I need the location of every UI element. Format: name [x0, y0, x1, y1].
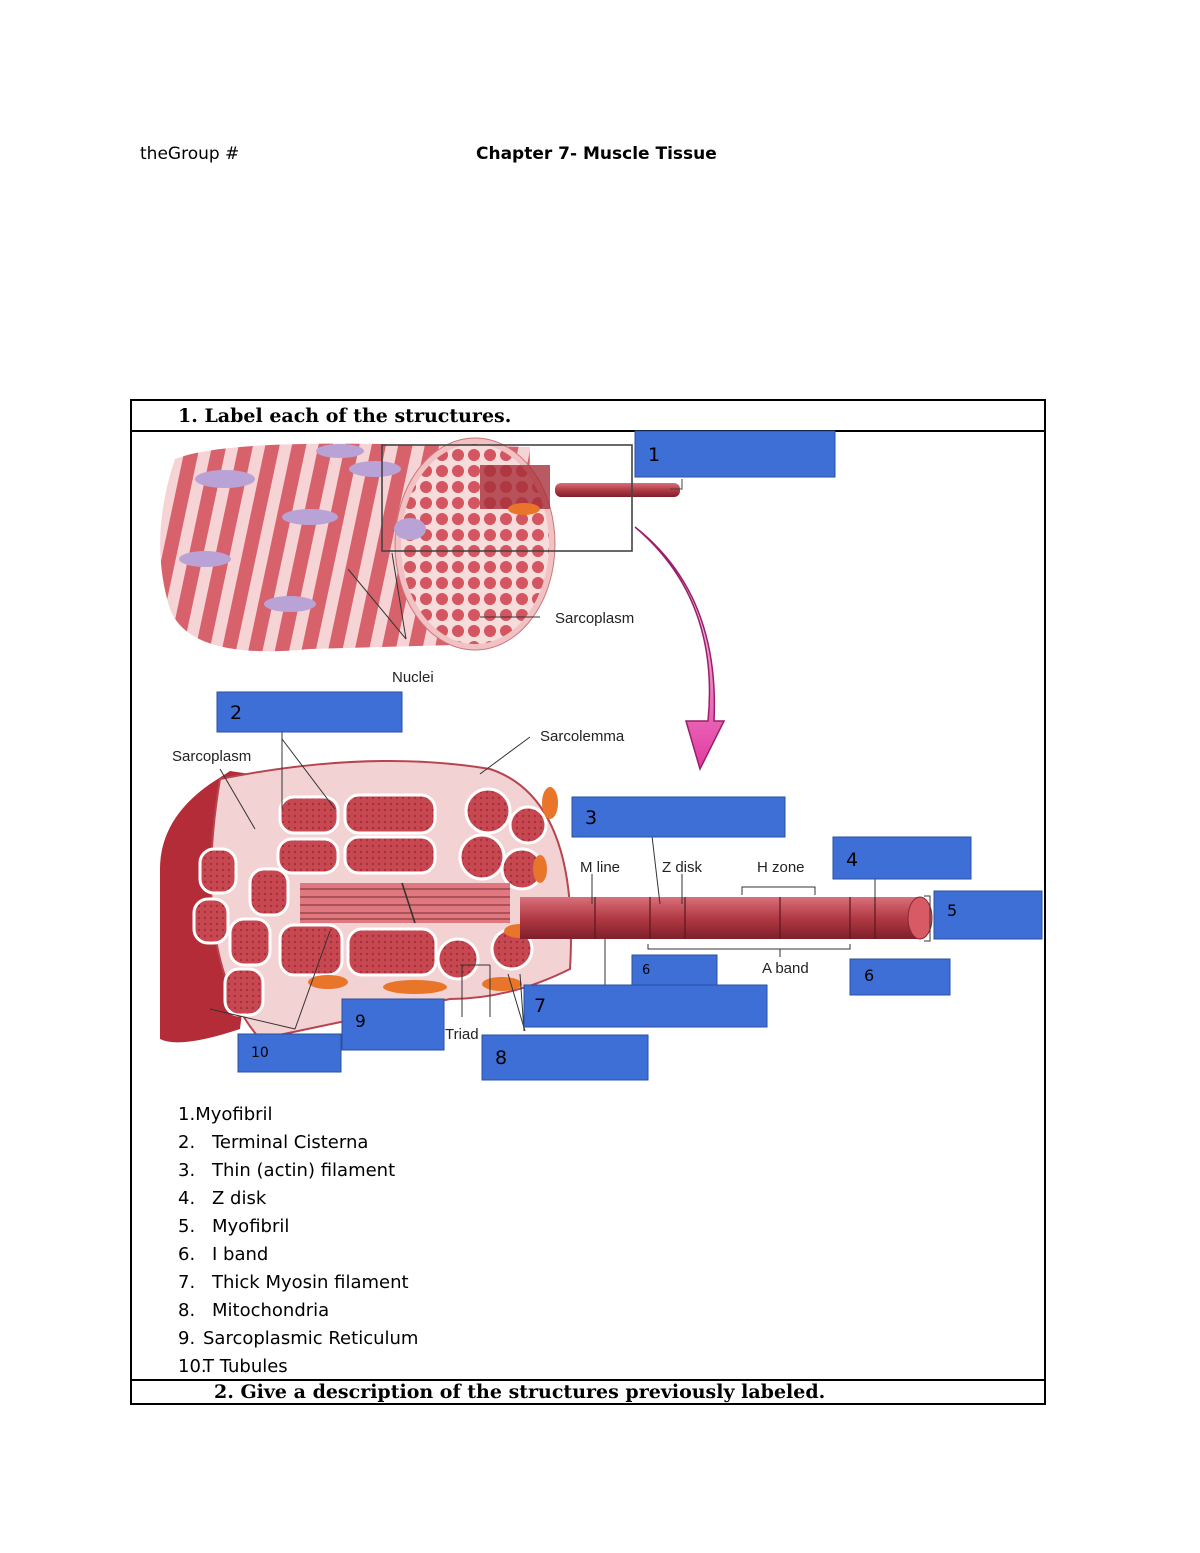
- answer-text: Terminal Cisterna: [212, 1132, 369, 1153]
- tag-7: 7: [523, 984, 768, 1028]
- answer-number: 4.: [178, 1188, 196, 1209]
- nucleus: [394, 518, 426, 540]
- header-group-label: theGroup #: [140, 144, 240, 164]
- zoom-box: [381, 444, 633, 552]
- svg-text:6: 6: [864, 966, 874, 985]
- answer-number: 1.: [178, 1104, 196, 1125]
- answer-text: Sarcoplasmic Reticulum: [203, 1328, 419, 1349]
- nucleus: [282, 509, 338, 525]
- myofibril-cells: [192, 793, 438, 1017]
- answer-text: Thin (actin) filament: [212, 1160, 396, 1181]
- answer-item: 2. Terminal Cisterna: [178, 1129, 418, 1157]
- tag-8: 8: [481, 1034, 649, 1081]
- tag-5: 5: [933, 890, 1043, 940]
- exposed-myofilaments: [300, 882, 510, 924]
- svg-text:1: 1: [648, 444, 660, 466]
- answer-item: 6. I band: [178, 1241, 418, 1269]
- question-1: 1. Label each of the structures.: [178, 405, 512, 427]
- answer-text: Myofibril: [195, 1104, 273, 1125]
- label-sarcolemma: Sarcolemma: [540, 728, 625, 745]
- tag-9: 9: [341, 998, 445, 1051]
- worksheet-table: 1. Label each of the structures. 1.Myofi…: [130, 399, 1046, 1405]
- label-m-line: M line: [580, 859, 620, 876]
- myofibril-rod-end: [907, 896, 933, 940]
- tag-10: 10: [237, 1033, 342, 1073]
- muscle-section-bottom: Sarcoplasm Sarcolemma M line Z disk H zo…: [160, 697, 933, 1043]
- svg-text:9: 9: [355, 1012, 366, 1032]
- label-sarcoplasm-left: Sarcoplasm: [172, 748, 251, 765]
- answer-number: 5.: [178, 1216, 196, 1237]
- svg-text:10: 10: [251, 1045, 269, 1061]
- answer-text: Myofibril: [212, 1216, 290, 1237]
- myofibril-rod-detailed: [520, 897, 920, 939]
- answer-number: 3.: [178, 1160, 196, 1181]
- nucleus: [179, 551, 231, 567]
- svg-text:3: 3: [585, 807, 597, 829]
- answer-text: Mitochondria: [212, 1300, 330, 1321]
- label-nuclei: Nuclei: [392, 669, 434, 686]
- answer-item: 5. Myofibril: [178, 1213, 418, 1241]
- answer-item: 1.Myofibril: [178, 1101, 418, 1129]
- answer-text: Z disk: [212, 1188, 267, 1209]
- answer-tags: 1 2 3 4 5 6 6 7 8 9 10: [216, 430, 1043, 1081]
- answer-text: I band: [212, 1244, 269, 1265]
- label-h-zone: H zone: [757, 859, 805, 876]
- zoom-arrow: [634, 526, 726, 772]
- svg-text:6: 6: [642, 963, 650, 978]
- myofibril-bundle: [480, 465, 550, 509]
- answer-text: Thick Myosin filament: [212, 1272, 409, 1293]
- row-divider-top: [132, 430, 1044, 432]
- tag-3: 3: [571, 796, 786, 838]
- answer-item: 9. Sarcoplasmic Reticulum: [178, 1325, 418, 1353]
- answer-list: 1.Myofibril 2.Terminal Cisterna 3.Thin (…: [178, 1101, 418, 1381]
- answer-item: 7. Thick Myosin filament: [178, 1269, 418, 1297]
- mitochondrion: [508, 503, 540, 515]
- answer-number: 8.: [178, 1300, 196, 1321]
- label-z-disk: Z disk: [662, 859, 703, 876]
- muscle-fiber-top: Sarcoplasm Nuclei: [160, 437, 683, 686]
- nucleus: [195, 470, 255, 488]
- nucleus: [264, 596, 316, 612]
- answer-number: 6.: [178, 1244, 196, 1265]
- tag-2: 2: [216, 691, 403, 733]
- svg-text:2: 2: [230, 702, 242, 724]
- label-a-band: A band: [762, 960, 809, 977]
- tag-6b: 6: [849, 958, 951, 996]
- answer-number: 10.: [178, 1356, 207, 1377]
- nucleus: [349, 461, 401, 477]
- svg-text:7: 7: [534, 995, 546, 1017]
- tag-6a: 6: [631, 954, 718, 986]
- chapter-title: Chapter 7- Muscle Tissue: [476, 144, 717, 164]
- question-2: 2. Give a description of the structures …: [214, 1381, 826, 1403]
- answer-number: 2.: [178, 1132, 196, 1153]
- answer-number: 7.: [178, 1272, 196, 1293]
- answer-item: 4. Z disk: [178, 1185, 418, 1213]
- answer-number: 9.: [178, 1328, 196, 1349]
- svg-text:4: 4: [846, 849, 858, 871]
- nucleus: [316, 444, 364, 458]
- row-divider-bottom: [132, 1379, 1044, 1381]
- answer-item: 10.T Tubules: [178, 1353, 418, 1381]
- label-triad: Triad: [445, 1026, 479, 1043]
- svg-text:5: 5: [947, 901, 957, 920]
- answer-item: 8. Mitochondria: [178, 1297, 418, 1325]
- tag-4: 4: [832, 836, 972, 880]
- tag-1: 1: [634, 430, 836, 478]
- myofibril-rod: [555, 483, 680, 497]
- label-sarcoplasm-top: Sarcoplasm: [555, 610, 634, 627]
- svg-text:8: 8: [495, 1047, 507, 1069]
- answer-item: 3. Thin (actin) filament: [178, 1157, 418, 1185]
- muscle-fiber-diagram: Sarcoplasm Nuclei: [160, 430, 1043, 1081]
- answer-text: T Tubules: [203, 1356, 288, 1377]
